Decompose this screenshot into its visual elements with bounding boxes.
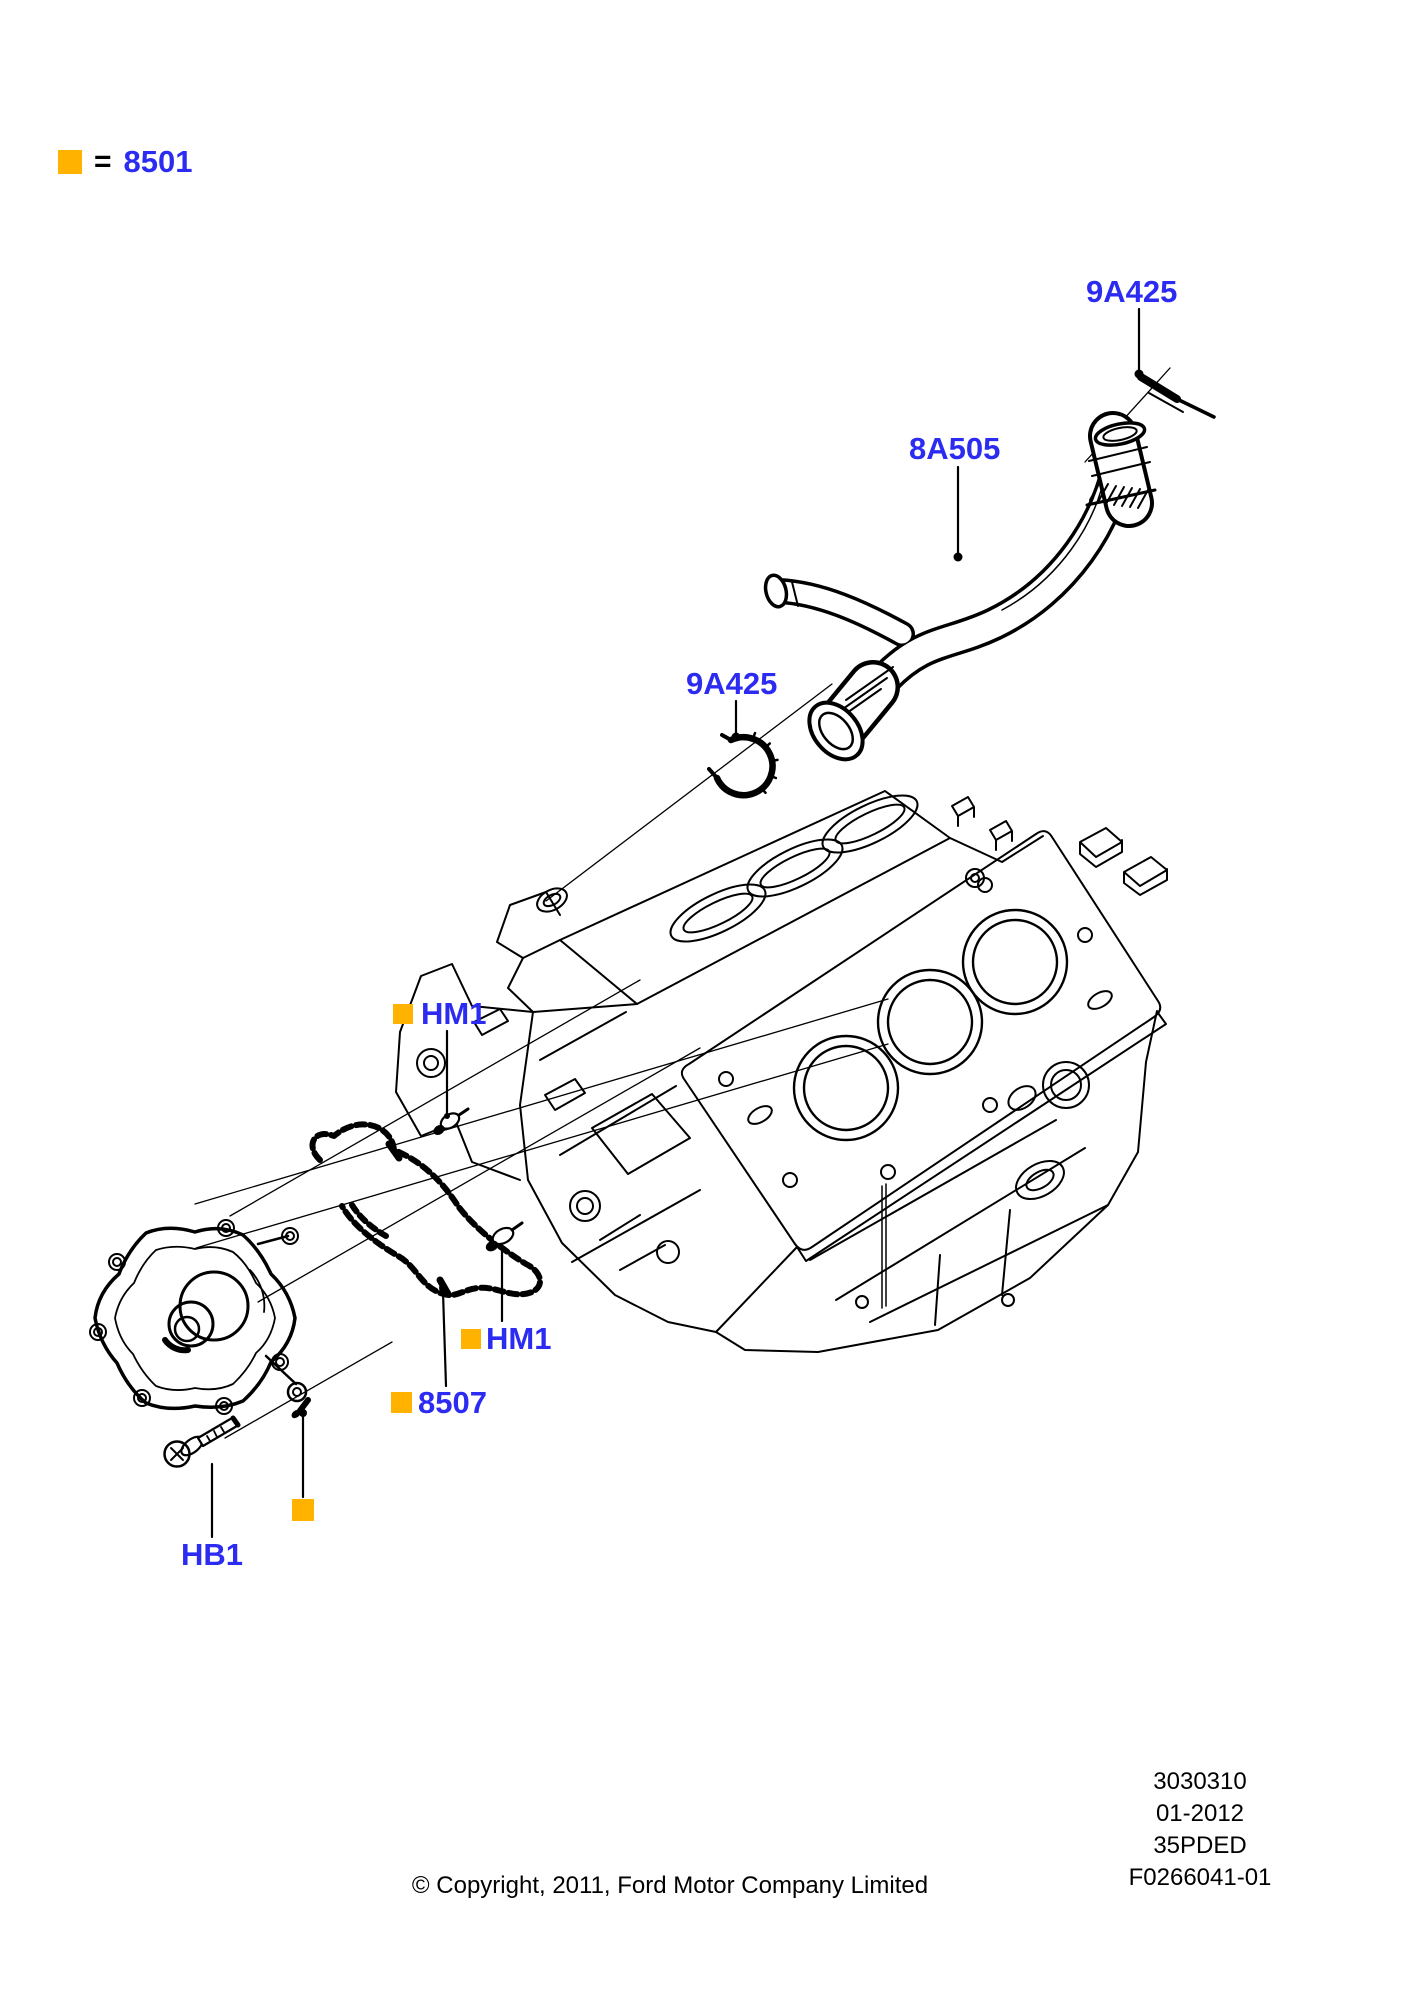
doc-number: 3030310 xyxy=(1153,1768,1247,1795)
figure-number: F0266041-01 xyxy=(1128,1864,1272,1891)
doc-date: 01-2012 xyxy=(1155,1800,1245,1827)
hm1-upper-swatch xyxy=(393,1003,413,1024)
callout-bolt-lower: HM1 xyxy=(461,1323,551,1354)
legend-equals: = xyxy=(94,144,112,178)
legend-part-code[interactable]: 8501 xyxy=(123,144,193,179)
part-label-hb1[interactable]: HB1 xyxy=(181,1537,244,1572)
callout-bolt-pump: HB1 xyxy=(181,1539,243,1570)
water-pump xyxy=(89,1219,308,1415)
leader-lines xyxy=(210,307,1141,1539)
callout-clamp-top: 9A425 xyxy=(1086,276,1177,307)
part-label-9a425-top[interactable]: 9A425 xyxy=(1086,274,1178,309)
part-label-hm1-lower[interactable]: HM1 xyxy=(486,1321,552,1356)
part-label-8507[interactable]: 8507 xyxy=(418,1385,487,1420)
callout-gasket: 8507 xyxy=(391,1387,487,1418)
coolant-hose xyxy=(763,411,1157,762)
bolt-hb1 xyxy=(163,1415,241,1468)
callout-hose: 8A505 xyxy=(909,433,1000,464)
hose-clamp-pin xyxy=(1134,369,1216,419)
projection-lines xyxy=(194,367,1171,1439)
hm1-lower-swatch xyxy=(461,1328,481,1349)
gasket-swatch xyxy=(391,1392,412,1413)
legend-swatch xyxy=(58,149,82,174)
cylinder-bores xyxy=(792,908,1069,1142)
callout-bolt-upper: HM1 xyxy=(393,998,486,1029)
pump-gasket xyxy=(309,1121,543,1299)
pump-stud-swatch xyxy=(292,1499,314,1521)
copyright-notice: © Copyright, 2011, Ford Motor Company Li… xyxy=(411,1872,929,1899)
doc-info-block: 3030310 01-2012 35PDED F0266041-01 xyxy=(1058,1766,1342,1894)
deck-plate xyxy=(680,830,1167,1262)
legend: = 8501 xyxy=(58,146,193,177)
part-label-hm1-upper[interactable]: HM1 xyxy=(421,996,487,1031)
hose-clamp-ring xyxy=(707,731,779,799)
bolt-hm1-lower xyxy=(485,1221,524,1252)
callout-pump-stud xyxy=(292,1499,314,1521)
doc-code: 35PDED xyxy=(1153,1832,1247,1859)
bolt-hm1-upper xyxy=(433,1107,470,1135)
callout-clamp-mid: 9A425 xyxy=(686,668,777,699)
part-label-9a425-mid[interactable]: 9A425 xyxy=(686,666,778,701)
part-label-8a505[interactable]: 8A505 xyxy=(909,431,1001,466)
engine-block xyxy=(395,790,1168,1353)
